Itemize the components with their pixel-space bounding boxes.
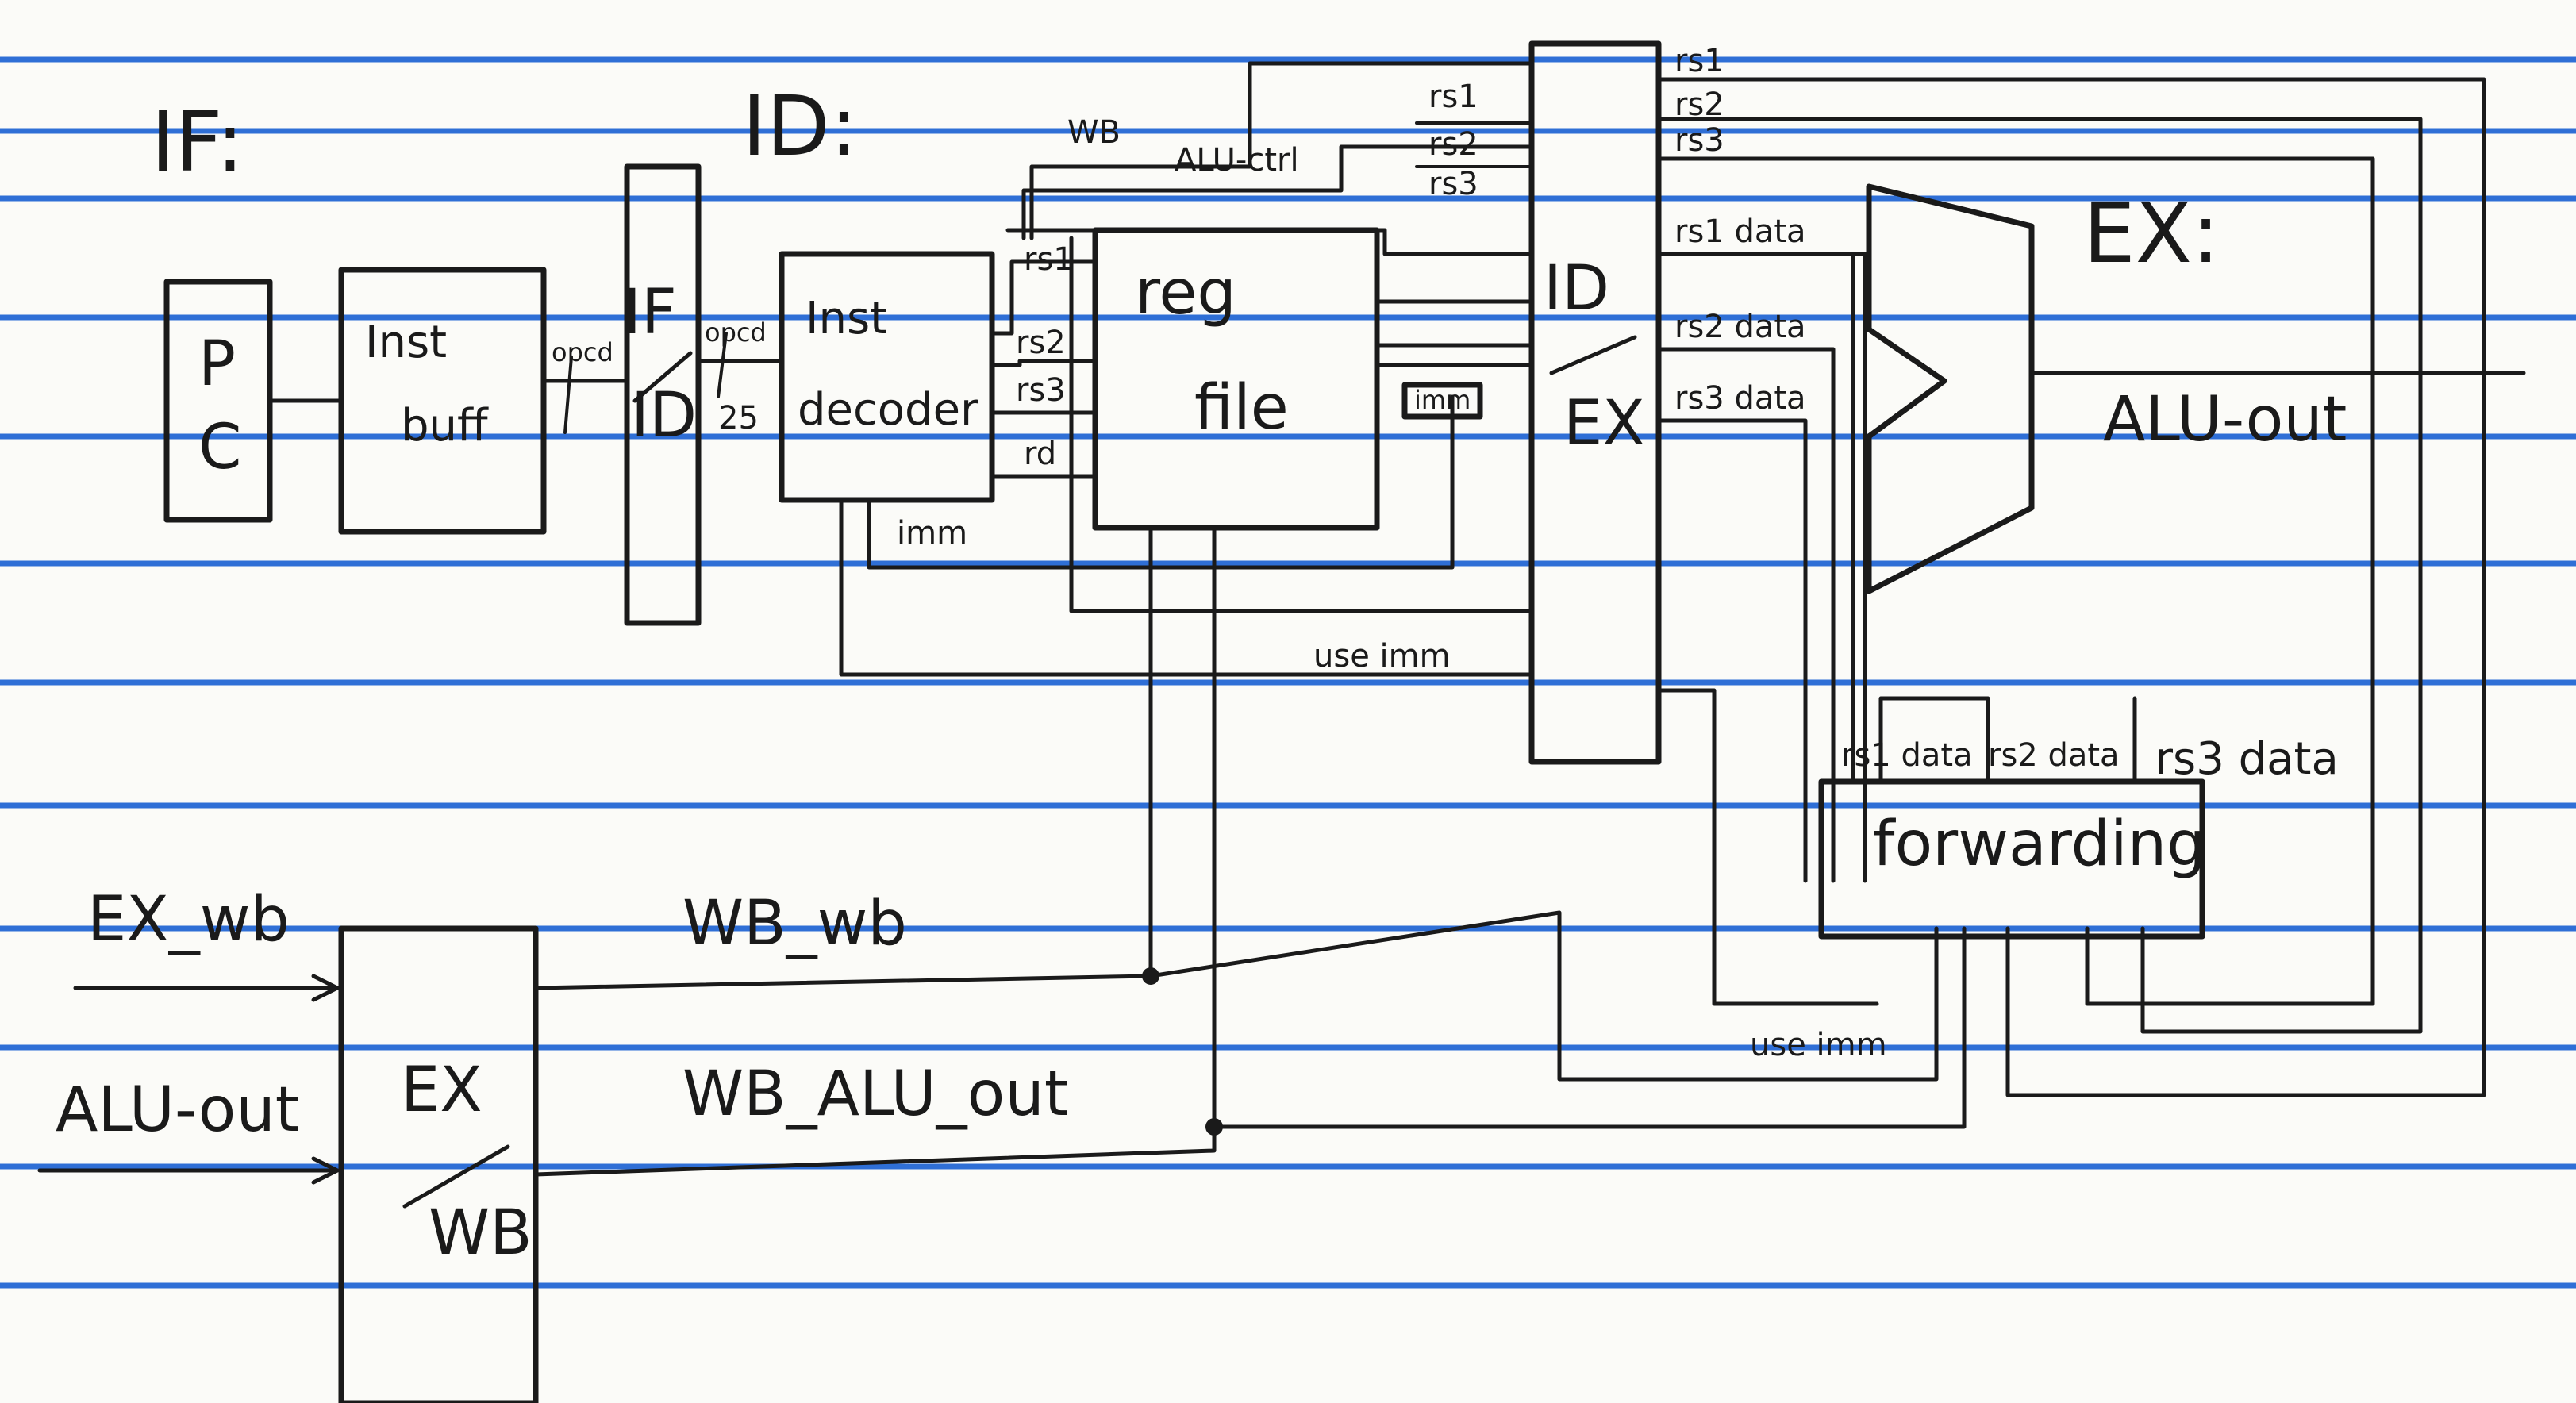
signal-ex-rs3-data: rs3 data xyxy=(1674,380,1806,417)
signal-wb-alu-out: WB_ALU_out xyxy=(682,1059,1068,1130)
wire-dec-imm xyxy=(867,394,1455,570)
wire-use-imm-ex xyxy=(1656,688,1879,1006)
signal-fwd-rs1-data: rs1 data xyxy=(1841,737,1973,774)
signal-use-imm-id: use imm xyxy=(1313,638,1451,675)
signal-alu-ctrl: ALU-ctrl xyxy=(1175,142,1299,179)
ex-wb-slash xyxy=(402,1144,510,1209)
signal-use-imm-ex: use imm xyxy=(1750,1027,1887,1063)
signal-fwd-rs3-data: rs3 data xyxy=(2155,733,2339,785)
stage-label-ex: EX: xyxy=(2083,185,2220,282)
signal-dec-rs1: rs1 xyxy=(1024,241,1074,278)
signal-wb-wb: WB_wb xyxy=(682,888,907,959)
signal-ex-wb-in: EX_wb xyxy=(87,884,290,955)
signal-wb: WB xyxy=(1067,114,1121,151)
signal-opcd-1: opcd xyxy=(552,337,613,367)
inst-buff-label-bottom: buff xyxy=(401,400,489,452)
signal-opcd-2: opcd xyxy=(705,317,767,348)
wire-ex-rs3 xyxy=(1656,156,2375,1006)
pc-label-top: P xyxy=(198,329,236,400)
reg-file-label-bottom: file xyxy=(1194,372,1289,444)
wire-ex-rs1 xyxy=(1656,77,2486,1097)
if-id-label-top: IF xyxy=(623,277,677,348)
signal-dec-rd: rd xyxy=(1024,436,1056,472)
arrow-alu-out-in xyxy=(311,1156,340,1185)
imm-box-label: imm xyxy=(1414,385,1471,415)
wire-dec-to-idex-rs xyxy=(1005,228,1534,256)
signal-dec-rs3: rs3 xyxy=(1016,372,1066,409)
signal-dec-rs2: rs2 xyxy=(1016,325,1066,361)
wire-wb-wb xyxy=(533,910,1939,1082)
bus-tick-2 xyxy=(717,332,728,398)
signal-idex-rs3: rs3 xyxy=(1428,166,1478,202)
wire-ex-rs2 xyxy=(1656,117,2423,1034)
stage-label-id: ID: xyxy=(742,78,858,175)
if-id-register xyxy=(624,163,702,626)
inst-decoder-label-top: Inst xyxy=(805,293,887,344)
signal-idex-rs1: rs1 xyxy=(1428,79,1478,115)
id-ex-register xyxy=(1528,40,1662,765)
signal-ex-rs2: rs2 xyxy=(1674,86,1724,123)
ex-wb-register xyxy=(338,925,539,1403)
junction-wb-alu-out xyxy=(1205,1118,1223,1136)
signal-ex-rs2-data: rs2 data xyxy=(1674,309,1806,345)
if-id-slash xyxy=(632,351,693,403)
pc-label-bottom: C xyxy=(198,412,241,483)
inst-decoder-label-bottom: decoder xyxy=(798,384,979,436)
wire-rf-loop xyxy=(1069,236,1534,613)
id-ex-slash xyxy=(1549,335,1637,375)
signal-ex-rs3: rs3 xyxy=(1674,122,1724,159)
forwarding-label: forwarding xyxy=(1873,809,2206,880)
inst-buff-label-top: Inst xyxy=(365,317,447,368)
signal-fwd-rs2-data: rs2 data xyxy=(1988,737,2120,774)
signal-alu-out-in: ALU-out xyxy=(56,1074,299,1146)
wire-dec-rs1 xyxy=(990,259,1098,336)
forwarding-unit xyxy=(1818,778,2205,940)
alu-unit xyxy=(1866,183,2035,594)
notebook-ruled-lines xyxy=(0,56,2576,1289)
wire-use-imm-id xyxy=(839,498,1534,677)
signal-idex-rs2: rs2 xyxy=(1428,126,1478,163)
ex-wb-label-bottom: WB xyxy=(429,1197,533,1269)
imm-extend-box xyxy=(1401,382,1483,420)
signal-alu-out-ex: ALU-out xyxy=(2103,384,2347,455)
inst-buff-block xyxy=(338,267,547,535)
signal-imm: imm xyxy=(897,515,967,552)
signal-ex-rs1-data: rs1 data xyxy=(1674,213,1806,250)
wire-ex-rs3-data xyxy=(1656,418,1808,883)
wire-alu-ctrl xyxy=(1021,144,1534,240)
signal-bus-width: 25 xyxy=(718,400,759,436)
id-ex-label-top: ID xyxy=(1544,253,1609,325)
id-ex-label-bottom: EX xyxy=(1563,388,1645,459)
junction-wb-wb xyxy=(1142,967,1159,985)
wire-fwd-to-alu-b xyxy=(1878,696,1990,784)
stage-label-if: IF: xyxy=(151,94,244,190)
reg-file-label-top: reg xyxy=(1135,257,1236,329)
signal-ex-rs1: rs1 xyxy=(1674,43,1724,79)
wire-ex-rs2-data xyxy=(1656,347,1836,883)
wire-dec-rs2 xyxy=(990,359,1098,367)
if-id-label-bottom: ID xyxy=(631,380,697,452)
ex-wb-label-top: EX xyxy=(401,1055,483,1126)
wire-ex-rs1-data xyxy=(1656,252,1867,883)
arrow-ex-wb-in xyxy=(311,974,340,1002)
bus-tick-1 xyxy=(563,356,573,434)
inst-decoder-block xyxy=(779,251,995,503)
